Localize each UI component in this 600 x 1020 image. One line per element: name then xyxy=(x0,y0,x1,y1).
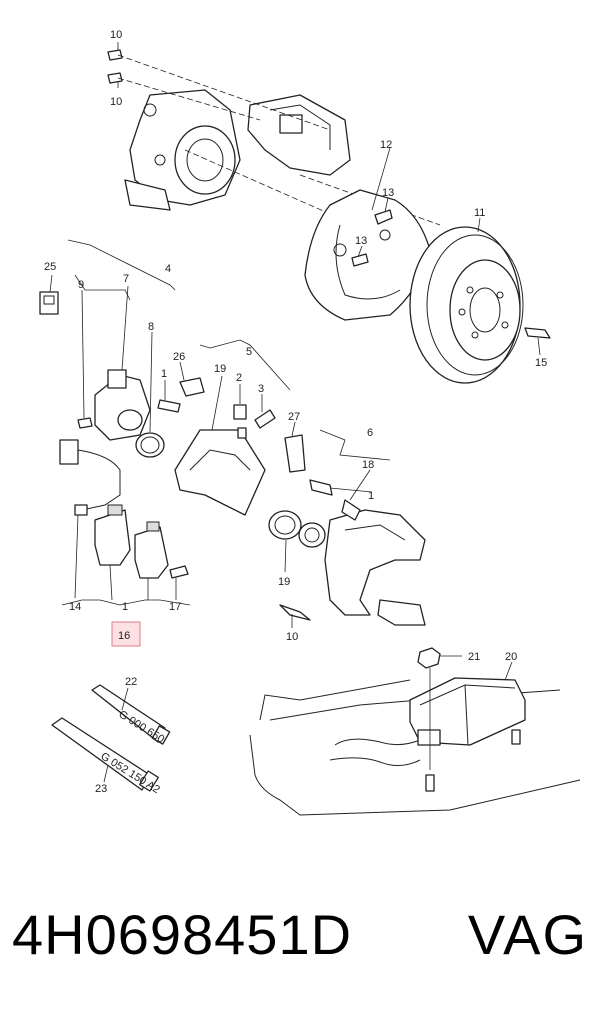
callout-1: 1 xyxy=(122,601,128,613)
brake-disc xyxy=(409,226,524,384)
nut-21 xyxy=(417,647,441,669)
callout-17: 17 xyxy=(169,601,181,613)
callout-10: 10 xyxy=(286,631,298,643)
callout-14: 14 xyxy=(69,601,81,613)
callout-23: 23 xyxy=(95,783,107,795)
wear-sensor xyxy=(59,439,121,516)
callout-10: 10 xyxy=(110,96,122,108)
callout-20: 20 xyxy=(505,651,517,663)
caliper-carrier-top xyxy=(247,94,351,176)
callout-18: 18 xyxy=(362,459,374,471)
bolt-1-right xyxy=(309,479,333,496)
caption: 4H0698451D VAG xyxy=(8,895,592,985)
callout-21: 21 xyxy=(468,651,480,663)
screw-15 xyxy=(524,327,551,339)
stud xyxy=(425,729,521,792)
spring-17 xyxy=(169,565,189,579)
carrier-6 xyxy=(324,509,426,626)
callout-25: 25 xyxy=(44,261,56,273)
brake-pad-1 xyxy=(94,504,131,566)
brake-exploded-diagram: G 000 650 G 052 150 A2 xyxy=(39,29,581,816)
screw-10-top xyxy=(107,49,123,84)
callout-19: 19 xyxy=(214,363,226,375)
bracket-26 xyxy=(179,377,205,397)
callout-8: 8 xyxy=(148,321,154,333)
splash-shield xyxy=(304,189,431,321)
leader-lines xyxy=(49,42,541,783)
callout-1: 1 xyxy=(368,490,374,502)
callout-11: 11 xyxy=(474,207,485,219)
callout-10: 10 xyxy=(110,29,122,41)
callout-labels: 10 10 12 13 13 11 15 25 4 7 9 8 5 26 19 … xyxy=(44,29,547,795)
clip-27 xyxy=(284,434,306,473)
callout-16-highlight xyxy=(111,621,141,647)
callout-9: 9 xyxy=(78,279,84,291)
callout-22: 22 xyxy=(125,676,137,688)
guide-pin-18 xyxy=(341,499,361,521)
callout-1: 1 xyxy=(161,368,167,380)
caliper-housing-19 xyxy=(174,429,266,516)
connector-25 xyxy=(39,291,59,315)
callout-26: 26 xyxy=(173,351,185,363)
bleed-cap-2 xyxy=(233,404,247,439)
brand-label: VAG xyxy=(467,903,588,966)
callout-6: 6 xyxy=(367,427,373,439)
bolt-1 xyxy=(157,399,181,413)
o-ring-8 xyxy=(135,432,165,458)
boot-19 xyxy=(268,510,326,548)
screw-9 xyxy=(77,417,93,429)
tube-22: G 000 650 xyxy=(91,684,171,746)
callout-5: 5 xyxy=(246,346,252,358)
callout-13: 13 xyxy=(355,235,367,247)
callout-7: 7 xyxy=(123,273,129,285)
bleed-screw-3 xyxy=(254,409,276,429)
callout-27: 27 xyxy=(288,411,300,423)
control-unit-20 xyxy=(409,677,526,746)
callout-12: 12 xyxy=(380,139,392,151)
callout-19: 19 xyxy=(278,576,290,588)
bolt-10-lower xyxy=(279,604,311,621)
part-number: 4H0698451D xyxy=(12,903,353,966)
steering-knuckle xyxy=(124,89,241,211)
callout-15: 15 xyxy=(535,357,547,369)
parking-motor-7 xyxy=(94,369,151,441)
callout-16: 16 xyxy=(118,630,130,642)
callout-3: 3 xyxy=(258,383,264,395)
callout-13: 13 xyxy=(382,187,394,199)
callout-2: 2 xyxy=(236,372,242,384)
callout-4: 4 xyxy=(165,263,171,275)
brake-pad-2 xyxy=(134,521,169,579)
